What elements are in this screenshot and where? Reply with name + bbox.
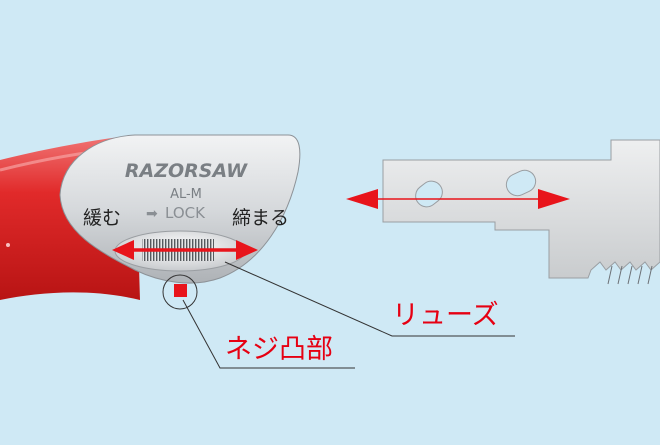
insert-arrow-left-head [346,189,378,209]
screw-boss-marker [174,284,187,297]
screw-boss-leader-line [182,299,355,369]
knob-arrow-right-head [236,240,258,260]
knob-callout-label: リューズ [392,300,499,331]
saw-blade [382,139,660,279]
blade-teeth [607,265,653,285]
tighten-label: 締まる [232,207,289,229]
knob-leader-line [224,261,515,337]
brand-label: RAZORSAW [125,160,248,182]
lock-arrow-icon: ➡ [146,206,158,222]
blade-slot-left [415,180,443,208]
knob-arrow-left-head [112,240,134,260]
screw-boss-callout-label: ネジ凸部 [225,334,333,365]
model-label: AL-M [170,187,202,202]
insert-arrow-right-head [538,189,570,209]
loosen-label: 緩む [83,207,121,229]
lock-label: LOCK [165,204,206,222]
screw-boss-circle [162,274,198,310]
grip-dot [6,243,10,247]
blade-slot-right [505,169,537,197]
